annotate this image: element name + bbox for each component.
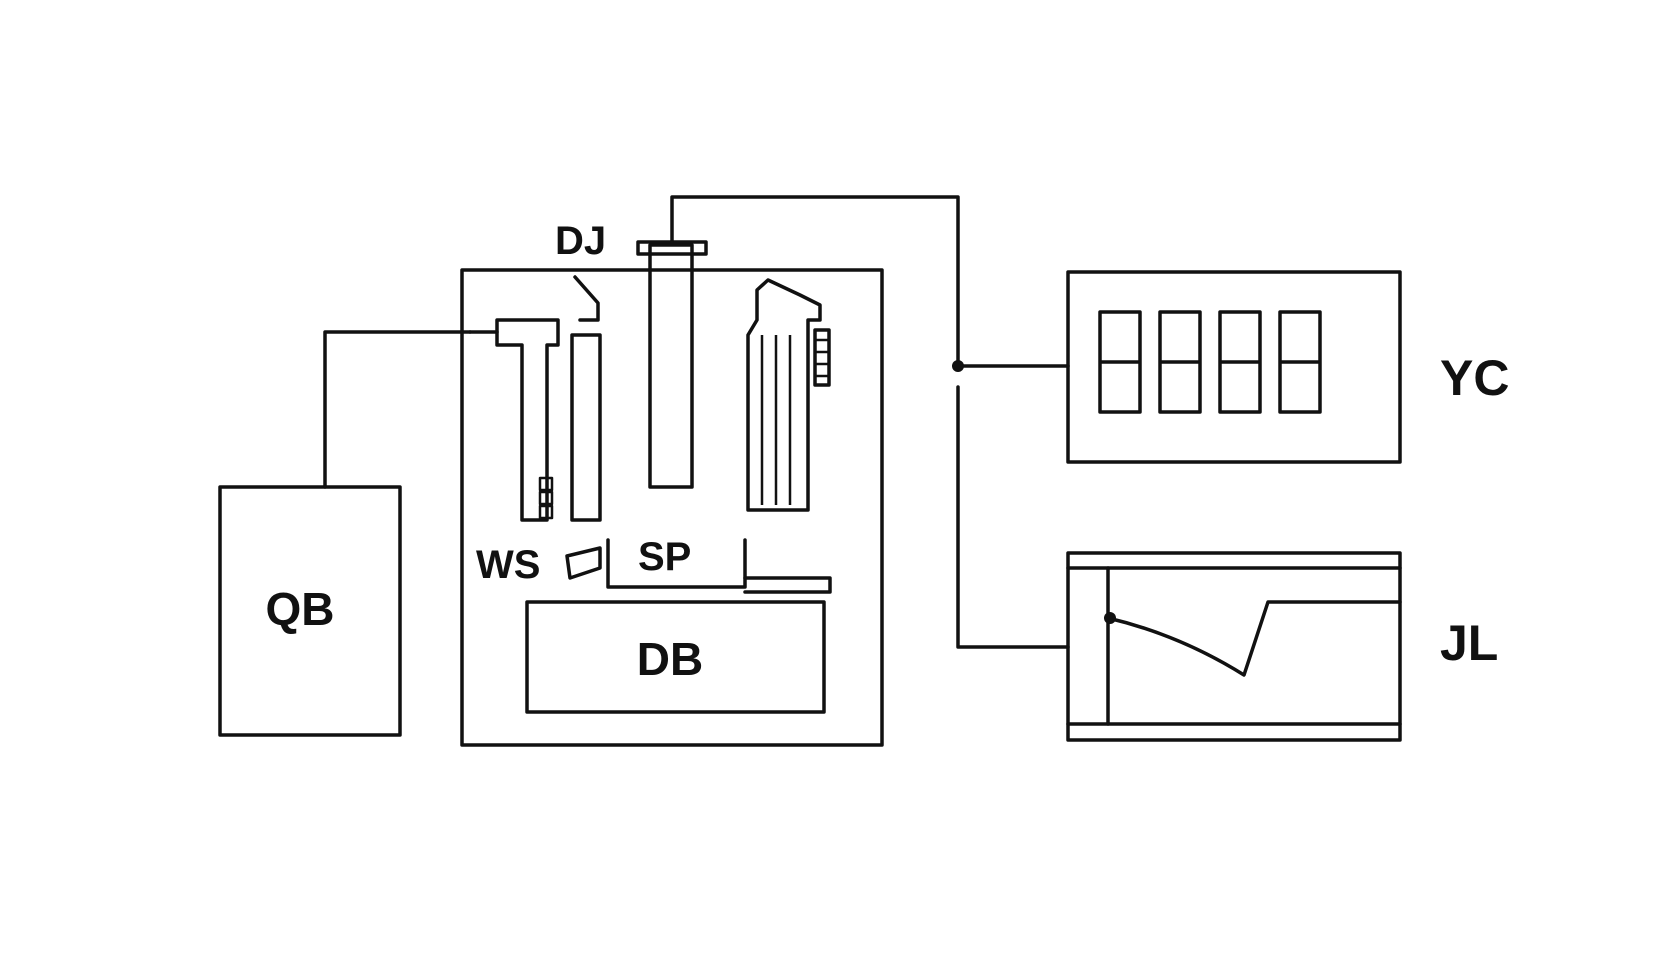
jl-label: JL: [1440, 615, 1498, 671]
main-enclosure: [460, 268, 884, 747]
qb-label: QB: [266, 583, 335, 635]
yc-label: YC: [1440, 350, 1509, 406]
qb-pipe: [323, 330, 499, 489]
jl-recorder: JL: [1066, 551, 1498, 742]
ws-label: WS: [476, 543, 540, 587]
db-label: DB: [637, 633, 703, 685]
qb-unit: QB: [218, 485, 402, 737]
signal-wires: [670, 195, 1070, 649]
dj-label: DJ: [555, 219, 606, 263]
sp-label: SP: [638, 535, 691, 579]
reaction-chamber: WS SP DJ: [476, 219, 832, 594]
yc-display: YC: [1066, 270, 1509, 464]
db-unit: DB: [525, 600, 826, 714]
